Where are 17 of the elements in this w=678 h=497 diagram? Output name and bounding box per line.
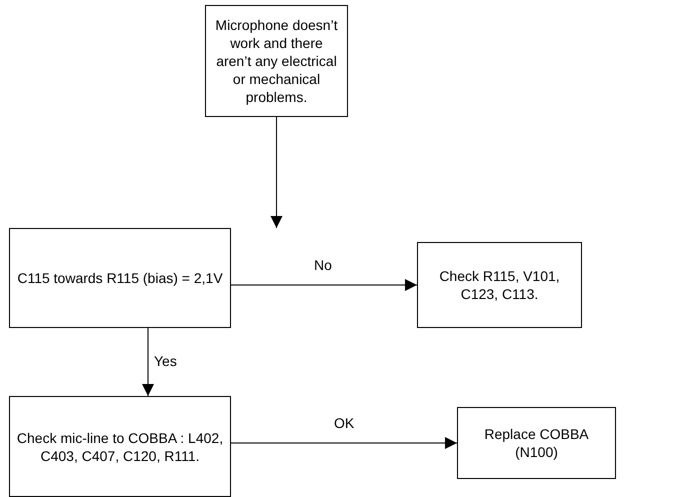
arrow [230, 437, 458, 449]
edge-label: OK [332, 415, 356, 431]
box-text: Microphone doesn’t work and there aren’t any electrical or mechanical problems. [214, 16, 339, 106]
arrow [230, 279, 418, 291]
arrow [142, 328, 154, 396]
process-box [417, 242, 582, 328]
box-text: Check R115, V101, C123, C113. [438, 267, 561, 303]
edge-label: Yes [152, 353, 179, 369]
arrow [270, 116, 282, 228]
process-box [9, 396, 231, 497]
edge-label: No [312, 257, 334, 273]
box-text: Replace COBBA (N100) [483, 425, 590, 461]
box-text: Check mic-line to COBBA : L402, C403, C407, C120, R111. [16, 428, 224, 464]
box-text: C115 towards R115 (bias) = 2,1V [17, 269, 223, 287]
process-box [457, 407, 616, 479]
process-box [9, 228, 231, 328]
process-box [205, 5, 348, 117]
